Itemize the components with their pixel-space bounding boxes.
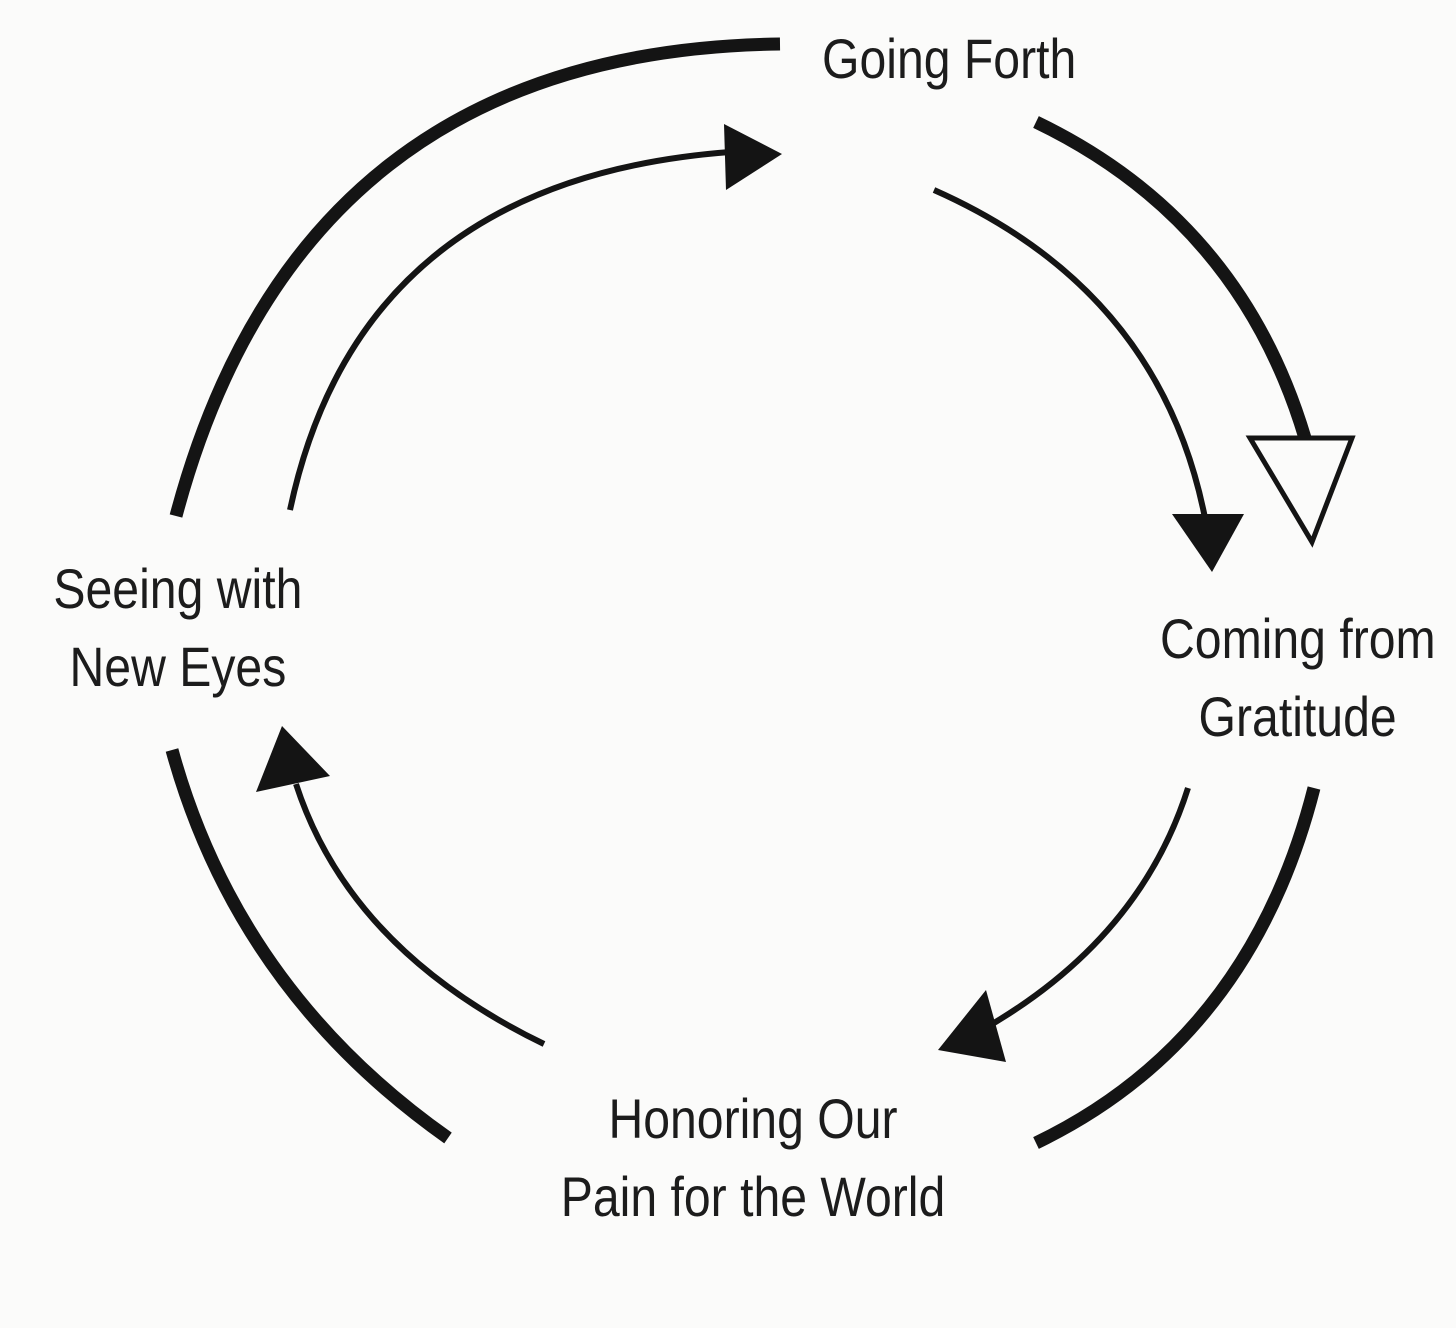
stage-label-seeing-new-eyes: Seeing with New Eyes xyxy=(36,550,320,707)
stage-label-seeing-line-1: Seeing with xyxy=(53,557,303,620)
stage-label-coming-from-gratitude: Coming from Gratitude xyxy=(1160,600,1436,757)
stage-label-going-forth: Going Forth xyxy=(822,20,1076,98)
arrowhead-to-honoring-pain xyxy=(938,990,1006,1062)
arrowhead-to-gratitude xyxy=(1172,514,1244,572)
stage-label-honoring-line-2: Pain for the World xyxy=(560,1165,946,1229)
stage-label-honoring-line-1: Honoring Our xyxy=(608,1087,898,1150)
inner-arc-right xyxy=(932,187,1208,519)
outer-arc-top-right xyxy=(1033,116,1312,440)
outer-arc-bottom-left xyxy=(165,748,452,1144)
stage-label-seeing-line-2: New Eyes xyxy=(69,635,287,699)
arrowhead-to-seeing-new-eyes xyxy=(256,726,330,792)
outer-arc-bottom-right xyxy=(1033,786,1321,1149)
hollow-arrowhead xyxy=(1245,435,1356,548)
stage-label-going-forth-text: Going Forth xyxy=(822,27,1077,90)
inner-arc-left xyxy=(293,783,546,1047)
arrowhead-to-going-forth xyxy=(724,124,782,190)
stage-label-gratitude-line-1: Coming from xyxy=(1160,607,1436,670)
outer-arc-top-left xyxy=(169,37,781,518)
stage-label-gratitude-line-2: Gratitude xyxy=(1198,685,1397,749)
stage-label-honoring-pain: Honoring Our Pain for the World xyxy=(534,1080,973,1237)
inner-arc-bottom-right xyxy=(980,787,1191,1033)
inner-arc-top xyxy=(287,149,731,511)
